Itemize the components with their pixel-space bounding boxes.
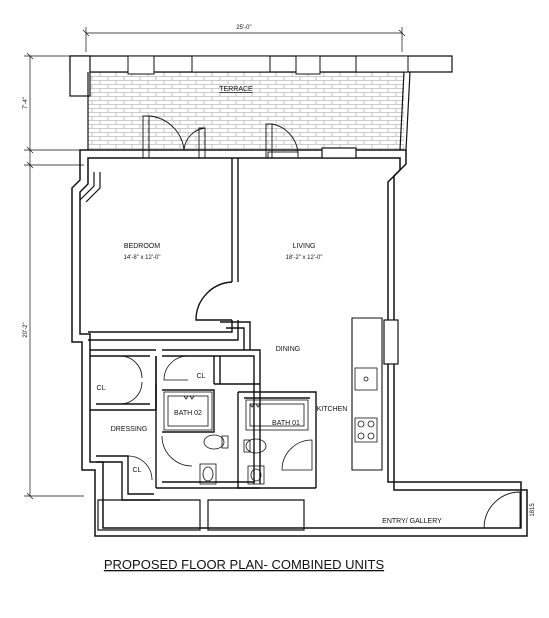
dimension-lines — [24, 27, 406, 500]
kitchen-stove — [354, 417, 378, 443]
door-arc-icon — [148, 115, 185, 151]
parapet-pier-2 — [127, 55, 155, 75]
closet-mid-door[interactable] — [163, 355, 189, 381]
closet-left-doors[interactable] — [119, 355, 143, 405]
stove-icon — [354, 417, 378, 443]
living-window-ac — [321, 147, 357, 159]
terrace-right-edge — [399, 71, 411, 151]
bath-01-label: BATH 01 — [272, 420, 300, 427]
dining-label: DINING — [276, 346, 301, 353]
bath-01-sink — [247, 465, 265, 485]
door-arc-icon — [119, 355, 143, 405]
bedroom-label: BEDROOM — [124, 243, 160, 250]
living-size: 18'-2" x 12'-0" — [286, 255, 323, 261]
bedroom-size: 14'-8" x 12'-0" — [124, 255, 161, 261]
terrace-door-living[interactable] — [265, 123, 299, 159]
shower-icon — [249, 403, 261, 408]
dressing-label: DRESSING — [111, 426, 148, 433]
sink-icon — [199, 463, 217, 485]
door-arc-icon — [483, 491, 521, 529]
kitchen-window — [383, 319, 399, 365]
living-label: LIVING — [293, 243, 316, 250]
closet-left-label: CL — [97, 385, 106, 392]
door-arc-icon — [281, 439, 313, 471]
bath-02-tub — [163, 391, 213, 431]
dim-top-width: 25'-0" — [236, 25, 251, 31]
terrace-door-bedroom[interactable] — [142, 115, 206, 159]
bath-02-sink — [199, 463, 217, 485]
bath-02-door[interactable] — [161, 435, 193, 467]
dim-terrace-depth: 7'-4" — [23, 97, 29, 109]
closet-dressing-label: CL — [133, 467, 142, 474]
unit-number: 1815 — [530, 503, 536, 517]
parapet-pier-4 — [295, 55, 321, 75]
room-labels: BEDROOM 14'-8" x 12'-0" LIVING 18'-2" x … — [97, 243, 443, 525]
bath-02-toilet — [203, 434, 229, 450]
door-arc-icon — [127, 455, 153, 481]
sink-icon — [354, 367, 378, 391]
terrace-label: TERRACE — [219, 86, 253, 93]
bedroom-corner-bay — [79, 172, 101, 203]
bath-01-toilet — [243, 438, 267, 454]
shower-icon — [183, 395, 195, 400]
terrace: TERRACE — [69, 55, 453, 151]
door-arc-icon — [195, 281, 233, 321]
door-arc-icon — [161, 435, 193, 467]
interior-walls — [88, 158, 383, 531]
parapet-pier-1 — [69, 55, 91, 97]
entry-door[interactable] — [483, 491, 521, 529]
toilet-icon — [203, 434, 225, 450]
door-arc-icon — [163, 355, 189, 381]
kitchen-label: KITCHEN — [317, 406, 348, 413]
dressing-closet-door[interactable] — [127, 455, 153, 481]
terrace-brick-paving — [88, 70, 404, 150]
entry-gallery-label: ENTRY/ GALLERY — [382, 518, 442, 525]
parapet-pier-3 — [191, 55, 271, 73]
sink-icon — [247, 465, 265, 485]
door-arc-icon — [271, 123, 299, 155]
toilet-icon — [245, 438, 267, 454]
bath-01-tub — [245, 399, 309, 431]
drawing-title: PROPOSED FLOOR PLAN- COMBINED UNITS — [104, 557, 385, 572]
exterior-walls — [71, 149, 528, 537]
bath-02-label: BATH 02 — [174, 410, 202, 417]
dim-unit-depth: 20'-2" — [23, 322, 29, 337]
closet-mid-label: CL — [197, 373, 206, 380]
kitchen-sink — [354, 367, 378, 391]
bath-01-door[interactable] — [281, 439, 313, 471]
parapet-pier-5 — [355, 55, 409, 73]
